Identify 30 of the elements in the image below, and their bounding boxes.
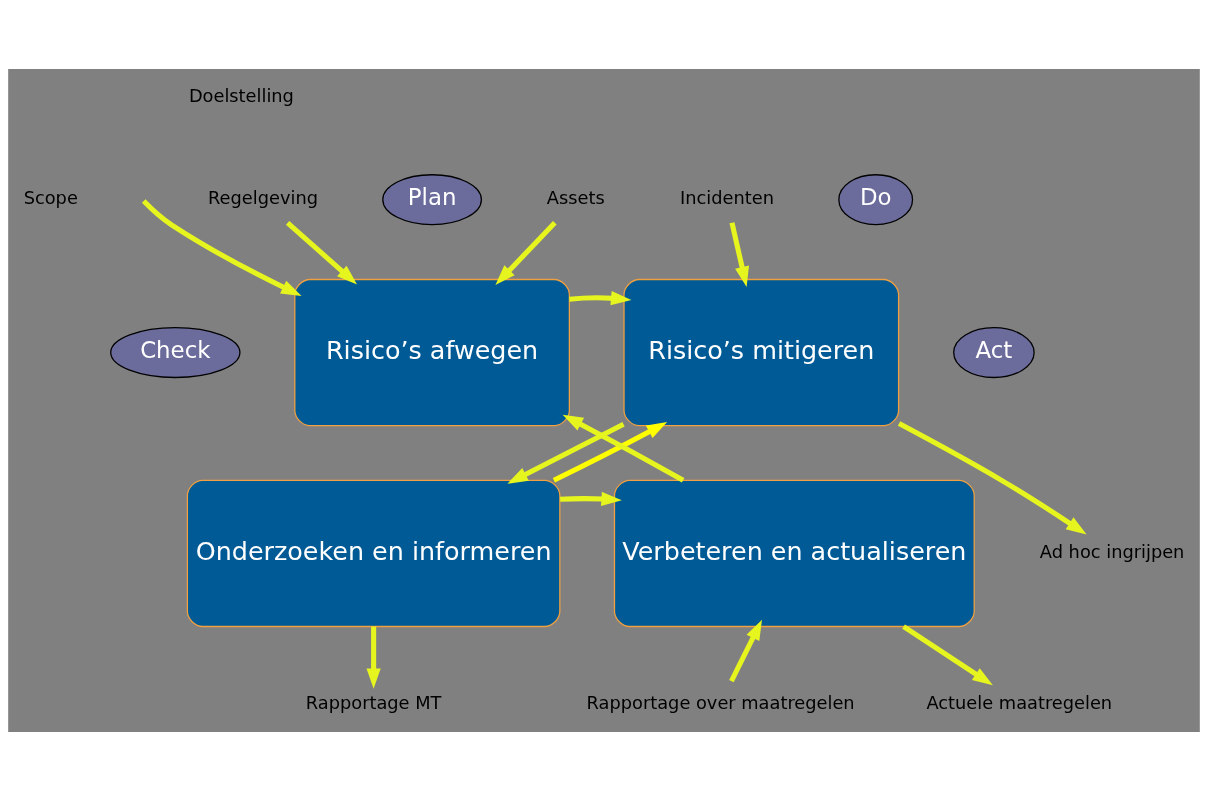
label: Doelstelling <box>188 84 294 106</box>
arrow <box>902 624 993 686</box>
node-text: Incidenten <box>680 187 774 209</box>
arrow <box>552 422 668 483</box>
arrow <box>897 421 1087 535</box>
node-text: Rapportage MT <box>305 691 442 713</box>
arrow <box>560 491 622 507</box>
node-ellipse: Plan <box>382 174 482 226</box>
node-text: Assets <box>546 187 605 209</box>
arrow <box>569 291 632 306</box>
node-text: Ad hoc ingrijpen <box>1039 541 1185 563</box>
label: Scope <box>23 187 78 209</box>
arrow <box>729 222 750 287</box>
node-box: Onderzoeken en informeren <box>186 479 561 628</box>
node-text: Actuele maatregelen <box>926 691 1113 713</box>
node-ellipse: Do <box>838 174 914 226</box>
node-ellipse: Act <box>953 327 1035 379</box>
arrow <box>366 626 381 689</box>
arrow <box>285 220 358 285</box>
node-text: Rapportage over maatregelen <box>586 691 855 713</box>
node-ellipse: Check <box>110 327 241 379</box>
node-text: Regelgeving <box>208 187 318 209</box>
arrow <box>495 221 557 285</box>
node-box: Verbeteren en actualiseren <box>613 479 975 628</box>
node-box: Risico’s afwegen <box>294 278 570 427</box>
node-box: Risico’s mitigeren <box>623 278 900 427</box>
arrow <box>729 619 762 683</box>
arrow <box>562 414 685 483</box>
arrow <box>507 422 625 484</box>
arrow <box>141 199 302 296</box>
